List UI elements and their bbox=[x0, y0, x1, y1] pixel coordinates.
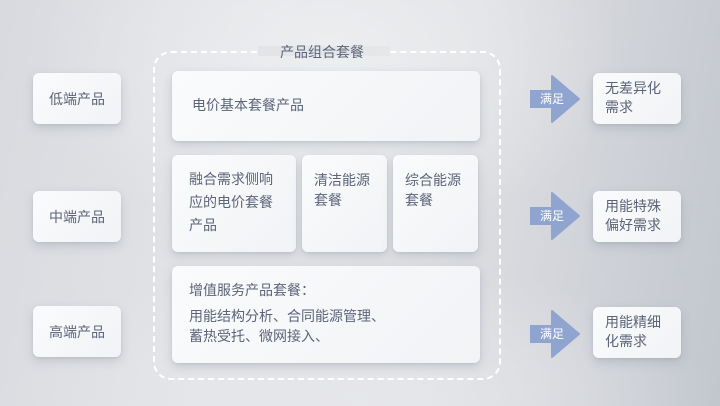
value-added-package-items: 用能结构分析、合同能源管理、 蓄热受托、微网接入、 bbox=[189, 309, 385, 345]
satisfy-arrow-2: 满足 bbox=[530, 192, 582, 240]
frame-title-gap bbox=[258, 46, 390, 56]
demand-response-package-label: 融合需求侧响 应的电价套餐 产品 bbox=[189, 172, 273, 234]
demand-response-package-card: 融合需求侧响 应的电价套餐 产品 bbox=[172, 155, 296, 252]
satisfy-label-2: 满足 bbox=[539, 209, 564, 223]
satisfy-label-3: 满足 bbox=[539, 327, 564, 341]
tier-high-card: 高端产品 bbox=[33, 306, 121, 357]
value-added-package-title: 增值服务产品套餐： bbox=[189, 283, 315, 299]
need-special-preference-label: 用能特殊 偏好需求 bbox=[605, 198, 661, 234]
clean-energy-package-card: 清洁能源 套餐 bbox=[302, 155, 387, 252]
tier-low-label: 低端产品 bbox=[49, 91, 105, 108]
right-arrow-icon bbox=[530, 192, 580, 240]
frame-title: 产品组合套餐 bbox=[280, 45, 364, 61]
right-arrow-icon bbox=[530, 310, 580, 358]
need-refined-label: 用能精细 化需求 bbox=[605, 314, 661, 350]
value-added-package-card: 增值服务产品套餐： 用能结构分析、合同能源管理、 蓄热受托、微网接入、 bbox=[172, 266, 480, 363]
integrated-energy-package-card: 综合能源 套餐 bbox=[393, 155, 478, 252]
tier-low-card: 低端产品 bbox=[33, 73, 121, 124]
tier-high-label: 高端产品 bbox=[49, 324, 105, 341]
basic-package-card: 电价基本套餐产品 bbox=[172, 71, 480, 141]
tier-mid-label: 中端产品 bbox=[49, 209, 105, 226]
basic-package-label: 电价基本套餐产品 bbox=[192, 98, 304, 114]
need-undifferentiated-label: 无差异化 需求 bbox=[605, 80, 661, 116]
need-refined-card: 用能精细 化需求 bbox=[593, 307, 681, 358]
right-arrow-icon bbox=[530, 75, 580, 123]
satisfy-label-1: 满足 bbox=[539, 92, 564, 106]
satisfy-arrow-1: 满足 bbox=[530, 75, 582, 123]
clean-energy-package-label: 清洁能源 套餐 bbox=[314, 173, 370, 209]
tier-mid-card: 中端产品 bbox=[33, 191, 121, 242]
need-special-preference-card: 用能特殊 偏好需求 bbox=[593, 191, 681, 242]
integrated-energy-package-label: 综合能源 套餐 bbox=[405, 173, 461, 209]
satisfy-arrow-3: 满足 bbox=[530, 310, 582, 358]
need-undifferentiated-card: 无差异化 需求 bbox=[593, 73, 681, 124]
